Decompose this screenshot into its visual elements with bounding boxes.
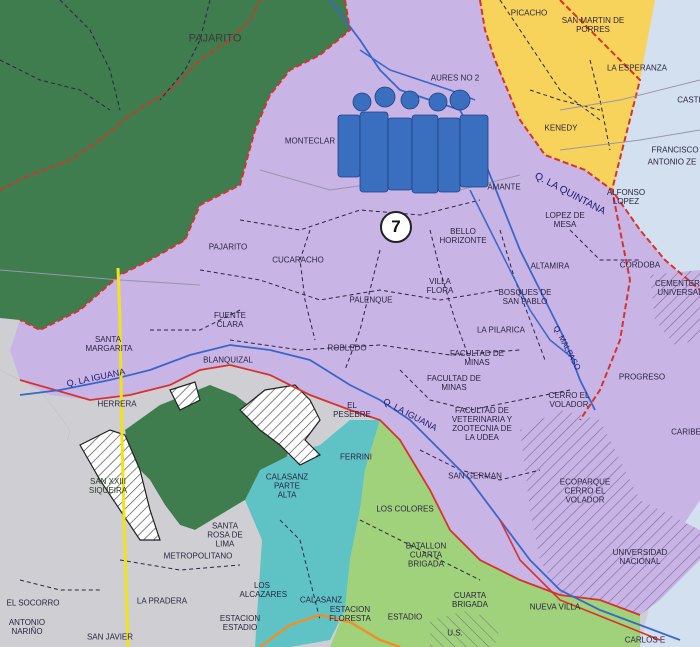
- label-metropolitano: METROPOLITANO: [163, 551, 233, 561]
- boundary-commune: [19, 0, 352, 332]
- label-caribe: CARIBE: [671, 427, 700, 437]
- label-san-martin: SAN MARTIN DE PORRES: [561, 16, 625, 34]
- forest-area: [0, 0, 350, 330]
- label-estacion-estadio: ESTACION ESTADIO: [219, 614, 261, 632]
- label-pajarito-north: PAJARITO: [188, 32, 242, 45]
- orange-road: [259, 613, 401, 647]
- label-kennedy: KENEDY: [544, 123, 578, 133]
- label-cuarta-brigada: CUARTA BRIGADA: [451, 591, 488, 609]
- label-lopez-mesa: LOPEZ DE MESA: [545, 211, 585, 229]
- label-facultad-minas-b: FACULTAD DE MINAS: [427, 374, 481, 392]
- label-bello-horizonte: BELLO HORIZONTE: [439, 227, 487, 245]
- east-blue-zone: [560, 0, 700, 647]
- label-la-pilarica: LA PILARICA: [476, 325, 526, 335]
- label-cucaracho: CUCARACHO: [272, 255, 324, 265]
- yellow-road: [116, 267, 130, 647]
- label-herrera: HERRERA: [97, 399, 137, 409]
- label-facultad-minas: FACULTAD DE MINAS: [450, 349, 504, 367]
- cementerio-area: [650, 270, 700, 345]
- label-la-pradera: LA PRADERA: [136, 596, 188, 606]
- boundary-east: [479, 0, 700, 291]
- label-francisco: FRANCISCO: [651, 145, 699, 155]
- white-patch-1: [239, 384, 322, 466]
- label-calasanz-parte-alta: CALASANZ PARTE ALTA: [265, 472, 309, 500]
- label-fuente-clara: FUENTE CLARA: [214, 311, 246, 329]
- commune-number: 7: [391, 217, 401, 236]
- teal-zone: [245, 420, 380, 647]
- label-blanquizal: BLANQUIZAL: [203, 355, 253, 365]
- label-alfonso-lopez: ALFONSO LOPEZ: [606, 188, 646, 206]
- label-antonio: ANTONIO ZE: [647, 157, 697, 167]
- green-zone: [330, 420, 640, 647]
- label-villa-flora: VILLA FLORA: [426, 277, 454, 295]
- label-robledo: ROBLEDO: [327, 343, 367, 353]
- label-universidad: UNIVERSIDAD NACIONAL: [612, 548, 668, 566]
- label-cerro-volador: CERRO EL VOLADOR: [548, 391, 590, 409]
- label-ecoparque: ECOPARQUE CERRO EL VOLADOR: [559, 477, 611, 505]
- river-iguana: [19, 344, 681, 641]
- label-santa-rosa: SANTA ROSA DE LIMA: [207, 521, 243, 549]
- label-altamira: ALTAMIRA: [530, 261, 570, 271]
- label-estadio: ESTADIO: [387, 612, 423, 622]
- neighborhood-lines: [0, 0, 640, 621]
- label-la-esperanza: LA ESPERANZA: [606, 63, 668, 73]
- label-el-pesebre: EL PESEBRE: [333, 401, 371, 419]
- label-bosques-san-pablo: BOSQUES DE SAN PABLO: [498, 288, 552, 306]
- boundary-south: [19, 364, 641, 616]
- label-us: U.S.: [447, 628, 463, 638]
- label-carlos-e: CARLOS E: [624, 635, 666, 645]
- white-patch-3: [169, 381, 201, 411]
- label-progreso: PROGRESO: [618, 372, 666, 382]
- label-los-colores: LOS COLORES: [376, 504, 434, 514]
- red-road-south: [499, 519, 661, 641]
- label-facultad-veterinaria: FACULTAD DE VETERINARIA Y ZOOTECNIA DE L…: [451, 406, 513, 442]
- boundary-north: [559, 0, 642, 421]
- label-san-xxiii: SAN XXIII SIQUEIRA: [88, 477, 128, 495]
- label-el-socorro: EL SOCORRO: [6, 598, 60, 608]
- label-castilla: CASTI: [677, 95, 700, 105]
- label-cordoba: CORDOBA: [619, 260, 661, 270]
- label-san-german: SAN GERMAN: [448, 471, 502, 481]
- hatched-south: [430, 610, 500, 647]
- white-patch-2: [79, 429, 161, 541]
- label-santa-margarita: SANTA MARGARITA: [85, 335, 133, 353]
- boundary-forest-west: [0, 0, 261, 191]
- label-ferrini: FERRINI: [340, 452, 372, 462]
- label-los-alcazares: LOS ALCAZARES: [239, 581, 288, 599]
- river-malpaso: [469, 189, 576, 361]
- label-cementerio: CEMENTERIO UNIVERSAL: [655, 279, 700, 297]
- label-batallon: BATALLON CUARTA BRIGADA: [405, 541, 447, 569]
- label-pajarito: PAJARITO: [208, 242, 248, 252]
- label-antonio-narino: ANTONIO NARIÑO: [8, 618, 46, 636]
- label-san-javier: SAN JAVIER: [86, 632, 134, 642]
- label-palenque: PALENQUE: [349, 295, 393, 305]
- label-calasanz: CALASANZ: [299, 595, 343, 605]
- label-estacion-floresta: ESTACION FLORESTA: [329, 605, 371, 623]
- label-monteclaro: MONTECLAR: [284, 136, 336, 146]
- commune-number-marker: 7: [380, 211, 412, 243]
- people-group-icon: [337, 86, 489, 194]
- label-picacho: PICACHO: [510, 8, 548, 18]
- label-amante: AMANTE: [487, 182, 521, 192]
- label-aures: AURES No 2: [430, 73, 480, 83]
- ecoparque-area: [520, 410, 700, 615]
- north-orange-zone: [480, 0, 655, 190]
- label-nueva-villa: NUEVA VILLA: [529, 602, 581, 612]
